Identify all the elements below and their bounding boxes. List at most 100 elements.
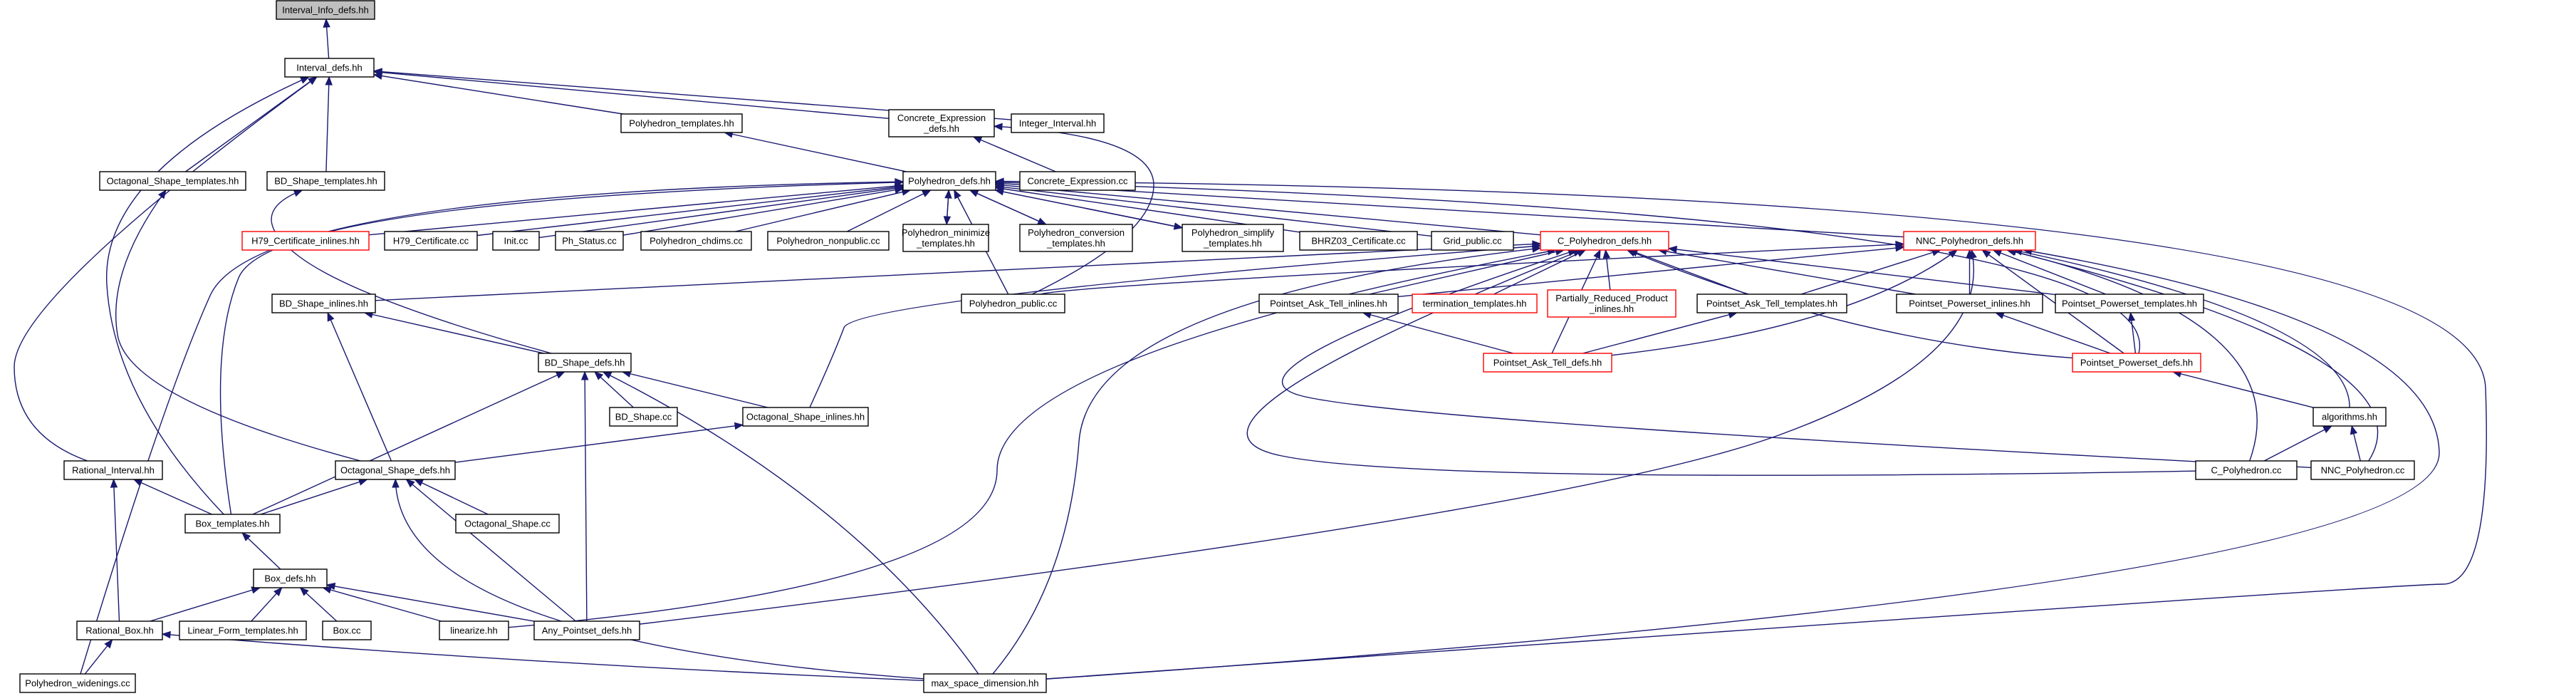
- node-bd-shape-cc[interactable]: BD_Shape.cc: [609, 407, 678, 427]
- node-label: Concrete_Expression.cc: [1028, 176, 1128, 187]
- node-interval-defs-hh[interactable]: Interval_defs.hh: [284, 58, 375, 78]
- edge-octagonal-shape-inlines-hh-to-bd-shape-defs-hh: [622, 371, 768, 408]
- node-max-space-dimension-hh[interactable]: max_space_dimension.hh: [923, 673, 1047, 693]
- node-box: [2072, 353, 2201, 373]
- edge-pointset-powerset-defs-hh-to-nnc-polyhedron-defs-hh: [1981, 249, 2124, 354]
- node-integer-interval-hh[interactable]: Integer_Interval.hh: [1011, 113, 1105, 133]
- node-polyhedron-minimize-templates-hh[interactable]: Polyhedron_minimize_templates.hh: [902, 224, 990, 252]
- edge-linearize-hh-to-c-polyhedron-defs-hh: [508, 249, 1556, 628]
- node-termination-templates-hh[interactable]: termination_templates.hh: [1412, 294, 1538, 313]
- edge-arrowhead: [1602, 249, 1610, 259]
- node-box: [1540, 231, 1669, 251]
- node-polyhedron-templates-hh[interactable]: Polyhedron_templates.hh: [620, 113, 743, 133]
- node-bd-shape-templates-hh[interactable]: BD_Shape_templates.hh: [266, 171, 385, 191]
- node-polyhedron-nonpublic-cc[interactable]: Polyhedron_nonpublic.cc: [767, 231, 890, 251]
- node-h79-certificate-cc[interactable]: H79_Certificate.cc: [384, 231, 478, 251]
- node-box: [1182, 224, 1284, 252]
- node-octagonal-shape-cc[interactable]: Octagonal_Shape.cc: [455, 514, 560, 534]
- edge-arrowhead: [943, 216, 951, 226]
- edge-box-cc-to-box-defs-hh: [300, 587, 338, 622]
- node-polyhedron-public-cc[interactable]: Polyhedron_public.cc: [961, 294, 1065, 313]
- node-linearize-hh[interactable]: linearize.hh: [439, 620, 509, 640]
- edge-arrowhead: [580, 370, 589, 380]
- node-concrete-expression-cc[interactable]: Concrete_Expression.cc: [1019, 171, 1136, 191]
- node-box-defs-hh[interactable]: Box_defs.hh: [253, 568, 328, 588]
- node-octagonal-shape-templates-hh[interactable]: Octagonal_Shape_templates.hh: [99, 171, 246, 191]
- node-polyhedron-simplify-templates-hh[interactable]: Polyhedron_simplify_templates.hh: [1182, 224, 1284, 252]
- edge-c-polyhedron-cc-to-algorithms-hh: [2263, 425, 2332, 462]
- edge-arrowhead: [2350, 425, 2358, 435]
- node-box: [2310, 460, 2415, 480]
- edge-pointset-powerset-defs-hh-to-pointset-powerset-inlines-hh: [1995, 312, 2111, 354]
- node-rational-interval-hh[interactable]: Rational_Interval.hh: [63, 460, 163, 480]
- node-box: [1019, 224, 1133, 252]
- node-label: Polyhedron_chdims.cc: [650, 236, 743, 246]
- edge-pointset-ask-tell-templates-hh-to-nnc-polyhedron-defs-hh: [1800, 249, 1941, 295]
- edge-concrete-expression-cc-to-concrete-expression-defs-hh: [973, 136, 1056, 172]
- node-pointset-powerset-defs-hh[interactable]: Pointset_Powerset_defs.hh: [2072, 353, 2201, 373]
- node-any-pointset-defs-hh[interactable]: Any_Pointset_defs.hh: [533, 620, 640, 640]
- node-grid-public-cc[interactable]: Grid_public.cc: [1431, 231, 1514, 251]
- node-linear-form-templates-hh[interactable]: Linear_Form_templates.hh: [179, 620, 307, 640]
- node-pointset-ask-tell-templates-hh[interactable]: Pointset_Ask_Tell_templates.hh: [1696, 294, 1847, 313]
- edge-arrowhead: [994, 177, 1004, 185]
- node-pointset-ask-tell-defs-hh[interactable]: Pointset_Ask_Tell_defs.hh: [1483, 353, 1612, 373]
- node-box: [555, 231, 624, 251]
- node-box: [609, 407, 678, 427]
- edge-max-space-dimension-hh-to-nnc-polyhedron-defs-hh: [1045, 249, 2440, 680]
- edge-arrowhead: [293, 189, 303, 197]
- edge-rational-box-hh-to-rational-interval-hh: [113, 479, 120, 622]
- edge-c-polyhedron-cc-to-c-polyhedron-defs-hh: [1246, 249, 2196, 476]
- node-bd-shape-inlines-hh[interactable]: BD_Shape_inlines.hh: [271, 294, 376, 313]
- edge-max-space-dimension-hh-to-polyhedron-defs-hh: [995, 180, 2487, 680]
- node-pointset-powerset-inlines-hh[interactable]: Pointset_Powerset_inlines.hh: [1896, 294, 2043, 313]
- node-label: Pointset_Ask_Tell_defs.hh: [1493, 358, 1602, 368]
- edge-any-pointset-defs-hh-to-bd-shape-defs-hh: [584, 371, 588, 622]
- edge-max-space-dimension-hh-to-octagonal-shape-defs-hh: [395, 479, 924, 680]
- node-polyhedron-defs-hh[interactable]: Polyhedron_defs.hh: [902, 171, 996, 191]
- node-octagonal-shape-defs-hh[interactable]: Octagonal_Shape_defs.hh: [335, 460, 456, 480]
- node-label: Pointset_Ask_Tell_inlines.hh: [1270, 298, 1387, 309]
- node-init-cc[interactable]: Init.cc: [492, 231, 540, 251]
- node-box-cc[interactable]: Box.cc: [322, 620, 372, 640]
- node-label: Box_defs.hh: [264, 573, 316, 584]
- node-c-polyhedron-defs-hh[interactable]: C_Polyhedron_defs.hh: [1540, 231, 1669, 251]
- node-partially-reduced-product-inlines-hh[interactable]: Partially_Reduced_Product_inlines.hh: [1547, 289, 1677, 318]
- node-nnc-polyhedron-cc[interactable]: NNC_Polyhedron.cc: [2310, 460, 2415, 480]
- edge-arrowhead: [734, 422, 744, 430]
- node-box: [99, 171, 246, 191]
- edge-arrowhead: [241, 532, 251, 541]
- node-concrete-expression-defs-hh[interactable]: Concrete_Expression_defs.hh: [888, 109, 995, 137]
- node-box-templates-hh[interactable]: Box_templates.hh: [184, 514, 281, 534]
- node-bhrz03-certificate-cc[interactable]: BHRZ03_Certificate.cc: [1299, 231, 1418, 251]
- edge-concrete-expression-defs-hh-to-interval-defs-hh: [373, 71, 890, 119]
- node-h79-certificate-inlines-hh[interactable]: H79_Certificate_inlines.hh: [241, 231, 370, 251]
- edge-box-templates-hh-to-bd-shape-defs-hh: [252, 371, 565, 515]
- node-pointset-powerset-templates-hh[interactable]: Pointset_Powerset_templates.hh: [2055, 294, 2204, 313]
- node-nnc-polyhedron-defs-hh[interactable]: NNC_Polyhedron_defs.hh: [1903, 231, 2036, 251]
- edge-c-polyhedron-cc-to-nnc-polyhedron-defs-hh: [2008, 249, 2258, 462]
- node-polyhedron-chdims-cc[interactable]: Polyhedron_chdims.cc: [640, 231, 752, 251]
- node-pointset-ask-tell-inlines-hh[interactable]: Pointset_Ask_Tell_inlines.hh: [1258, 294, 1399, 313]
- edge-any-pointset-defs-hh-to-octagonal-shape-defs-hh: [406, 479, 576, 622]
- node-bd-shape-defs-hh[interactable]: BD_Shape_defs.hh: [538, 353, 632, 373]
- node-label: _templates.hh: [1046, 238, 1105, 249]
- node-rational-box-hh[interactable]: Rational_Box.hh: [76, 620, 163, 640]
- node-label: BD_Shape_templates.hh: [274, 176, 377, 187]
- node-box: [322, 620, 372, 640]
- node-box: [492, 231, 540, 251]
- node-polyhedron-widenings-cc[interactable]: Polyhedron_widenings.cc: [19, 673, 136, 693]
- node-box: [1412, 294, 1538, 313]
- node-label: Pointset_Powerset_defs.hh: [2080, 358, 2193, 368]
- node-octagonal-shape-inlines-hh[interactable]: Octagonal_Shape_inlines.hh: [742, 407, 869, 427]
- node-c-polyhedron-cc[interactable]: C_Polyhedron.cc: [2195, 460, 2298, 480]
- node-ph-status-cc[interactable]: Ph_Status.cc: [555, 231, 624, 251]
- edge-arrowhead: [1994, 311, 2005, 319]
- edge-box-templates-hh-to-rational-interval-hh: [133, 479, 212, 515]
- edge-box-defs-hh-to-box-templates-hh: [241, 532, 281, 570]
- node-label: Integer_Interval.hh: [1019, 118, 1096, 129]
- node-polyhedron-conversion-templates-hh[interactable]: Polyhedron_conversion_templates.hh: [1019, 224, 1133, 252]
- node-box: [253, 568, 328, 588]
- edge-arrowhead: [1037, 217, 1047, 225]
- node-algorithms-hh[interactable]: algorithms.hh: [2312, 407, 2387, 427]
